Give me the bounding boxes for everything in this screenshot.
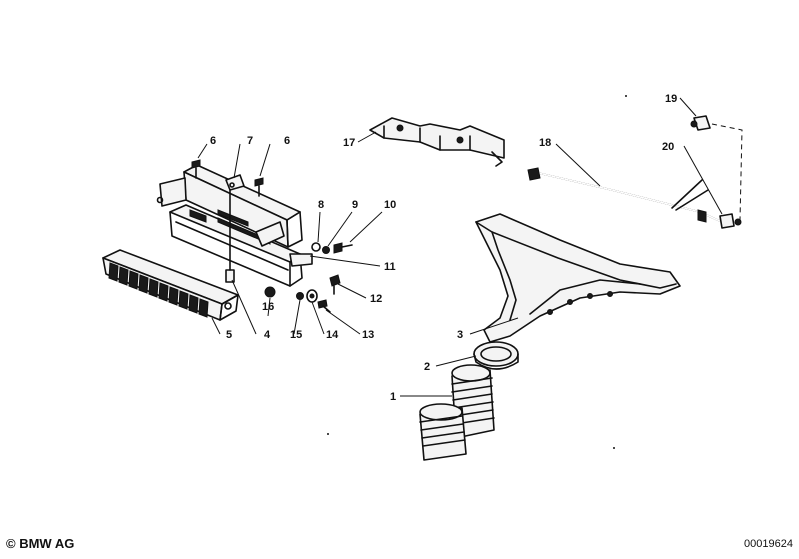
scan-dots (327, 95, 627, 449)
callout-10: 10 (384, 199, 396, 211)
callout-6a: 6 (210, 135, 216, 147)
washer-part-8 (311, 242, 321, 252)
callout-5: 5 (226, 329, 232, 341)
callout-15: 15 (290, 329, 302, 341)
vent-grille-part (102, 249, 239, 321)
copyright-notice: © BMW AG (6, 536, 74, 551)
callout-18: 18 (539, 137, 551, 149)
diagram-number: 00019624 (744, 538, 793, 550)
callout-6b: 6 (284, 135, 290, 147)
bracket-part-17 (369, 117, 505, 167)
callout-19: 19 (665, 93, 677, 105)
callout-20: 20 (662, 141, 674, 153)
callout-3: 3 (457, 329, 463, 341)
copyright-symbol: © (6, 536, 16, 551)
screw-part-13 (317, 299, 331, 313)
callout-7: 7 (247, 135, 253, 147)
screw-part-6a (191, 159, 201, 179)
callout-11: 11 (384, 261, 396, 273)
callout-14: 14 (326, 329, 339, 341)
callout-12: 12 (370, 293, 382, 305)
nut-part-16 (264, 286, 276, 298)
callout-4: 4 (264, 329, 271, 341)
screw-part-10 (333, 242, 353, 254)
air-vent-housing-part (156, 164, 313, 287)
washer-part-14 (306, 289, 318, 303)
ring-part-2 (473, 341, 519, 370)
screw-part-12 (329, 274, 341, 295)
bulb-part-19 (690, 115, 711, 131)
callout-labels: 1 2 3 4 5 6 7 6 8 9 10 11 12 13 14 15 16… (210, 93, 677, 403)
bulb-part-20 (719, 213, 742, 229)
callout-17: 17 (343, 137, 355, 149)
cable-part-18 (527, 167, 723, 223)
callout-2: 2 (424, 361, 430, 373)
leader-lines (197, 97, 723, 397)
callout-16: 16 (262, 301, 274, 313)
callout-1: 1 (390, 391, 396, 403)
callout-13: 13 (362, 329, 374, 341)
callout-9: 9 (352, 199, 358, 211)
screw-part-6b (254, 177, 264, 197)
callout-8: 8 (318, 199, 324, 211)
hose-part-1 (419, 364, 495, 461)
clip-part-15 (296, 292, 304, 300)
air-duct-part-3 (475, 213, 681, 343)
nut-part-9 (322, 246, 330, 254)
copyright-owner: BMW AG (19, 536, 75, 551)
